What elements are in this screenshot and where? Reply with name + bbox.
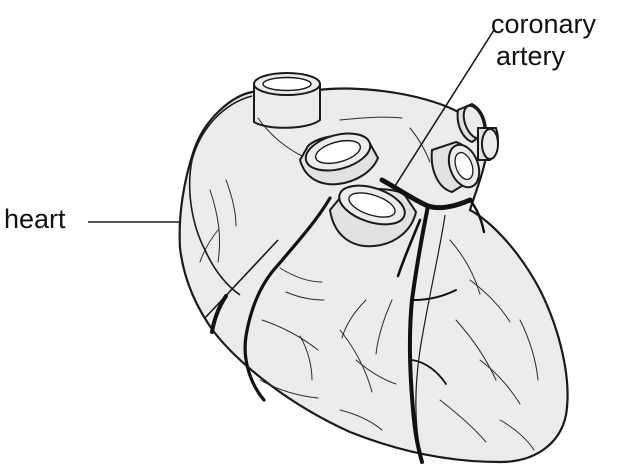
heart-body <box>180 89 568 462</box>
coronary-artery-label-line-2: artery <box>491 40 596 72</box>
coronary-artery-label: coronary artery <box>491 8 596 72</box>
coronary-artery-label-line-1: coronary <box>491 8 596 40</box>
heart-label: heart <box>4 203 66 235</box>
